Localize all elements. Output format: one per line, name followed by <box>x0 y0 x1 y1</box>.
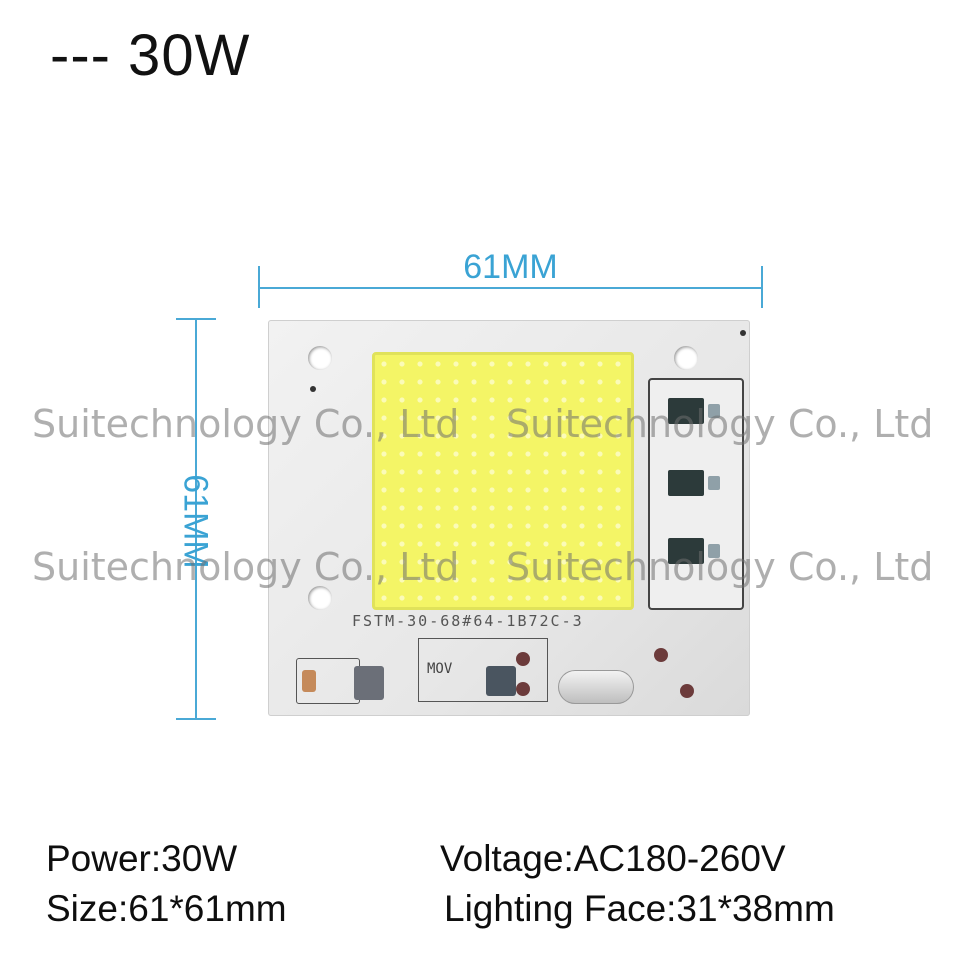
driver-ic <box>668 538 720 564</box>
page-title: --- 30W <box>50 23 251 88</box>
watermark-text: Suitechnology Co., Ltd <box>506 545 934 589</box>
mov-outline: MOV <box>418 638 548 702</box>
pcb-silkscreen-code: FSTM-30-68#64-1B72C-3 <box>352 612 584 630</box>
led-chip <box>372 352 634 610</box>
mount-hole-top-right <box>674 346 698 370</box>
width-dimension-tick-right <box>761 266 763 308</box>
bridge-rectifier <box>486 666 516 696</box>
board-marker-dot <box>740 330 746 336</box>
spec-voltage: Voltage:AC180-260V <box>440 838 786 879</box>
watermark-text: Suitechnology Co., Ltd <box>506 402 934 446</box>
driver-ic <box>668 470 720 496</box>
led-cob-board: FSTM-30-68#64-1B72C-3 MOV <box>268 320 750 716</box>
mov-label: MOV <box>427 661 453 677</box>
mount-hole-bottom-left <box>308 586 332 610</box>
solder-pad <box>516 652 530 666</box>
width-dimension-label: 61MM <box>463 248 558 286</box>
driver-ic <box>668 398 720 424</box>
solder-pad <box>654 648 668 662</box>
spec-power: Power:30W <box>46 838 238 879</box>
capacitor <box>354 666 384 700</box>
resistor <box>302 670 316 692</box>
fuse <box>558 670 634 704</box>
height-dimension: 61MM <box>170 318 220 720</box>
mount-hole-top-left <box>308 346 332 370</box>
height-dimension-line <box>195 318 197 720</box>
solder-pad <box>516 682 530 696</box>
board-marker-dot <box>310 386 316 392</box>
width-dimension: 61MM <box>258 248 763 312</box>
spec-size: Size:61*61mm <box>46 888 287 929</box>
spec-lighting-face: Lighting Face:31*38mm <box>444 888 835 929</box>
solder-pad <box>680 684 694 698</box>
width-dimension-line <box>258 287 763 289</box>
driver-ic-panel <box>648 378 744 610</box>
watermark-text: Suitechnology Co., Ltd <box>32 545 460 589</box>
watermark-text: Suitechnology Co., Ltd <box>32 402 460 446</box>
height-dimension-tick-bottom <box>176 718 216 720</box>
